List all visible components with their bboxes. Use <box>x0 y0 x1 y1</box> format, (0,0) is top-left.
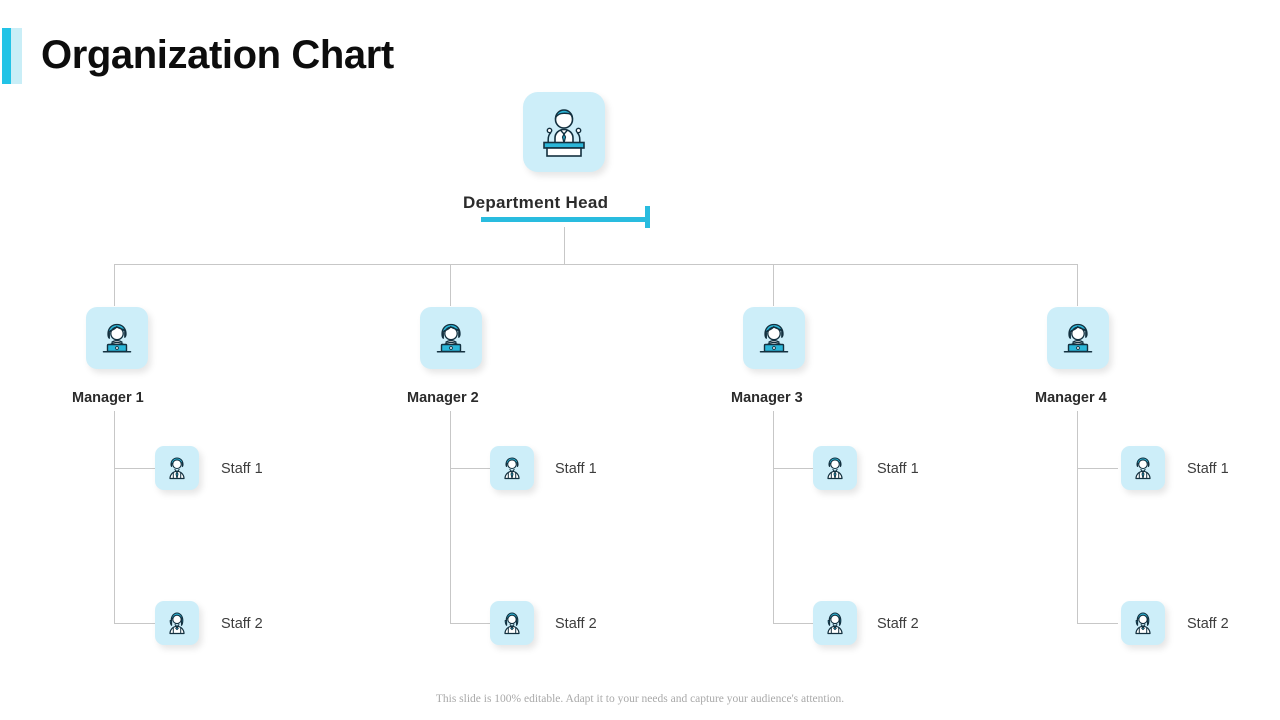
woman-with-laptop-icon <box>753 317 795 359</box>
title-accent-bar <box>2 28 22 84</box>
woman-in-suit-icon <box>497 608 527 638</box>
connector-down-manager-4 <box>1077 264 1078 306</box>
branch-1-staff-2-label: Staff 2 <box>221 616 263 632</box>
branch-1-staff-1-icon-tile[interactable] <box>155 446 199 490</box>
woman-in-suit-icon <box>1128 608 1158 638</box>
department-head-icon-tile[interactable] <box>523 92 605 172</box>
connector-manager-3-staff-2 <box>773 623 813 624</box>
man-in-suit-icon <box>820 453 850 483</box>
manager-4-label: Manager 4 <box>1035 390 1107 406</box>
connector-manager-1-staff-1 <box>114 468 155 469</box>
branch-4-staff-1-label: Staff 1 <box>1187 461 1229 477</box>
department-head-underline-tick <box>645 206 650 228</box>
connector-manager-4-staff-1 <box>1077 468 1118 469</box>
branch-3-staff-1-icon-tile[interactable] <box>813 446 857 490</box>
connector-manager-3-staff-1 <box>773 468 813 469</box>
accent-bar-solid <box>2 28 11 84</box>
connector-manager-4-spine <box>1077 411 1078 624</box>
branch-2-staff-1-icon-tile[interactable] <box>490 446 534 490</box>
branch-2-staff-2-icon-tile[interactable] <box>490 601 534 645</box>
branch-4-staff-2-label: Staff 2 <box>1187 616 1229 632</box>
person-at-podium-icon <box>538 106 590 158</box>
manager-3-label: Manager 3 <box>731 390 803 406</box>
department-head-underline <box>481 217 649 222</box>
footer-note: This slide is 100% editable. Adapt it to… <box>435 693 845 705</box>
connector-manager-3-spine <box>773 411 774 624</box>
branch-3-staff-2-icon-tile[interactable] <box>813 601 857 645</box>
man-in-suit-icon <box>497 453 527 483</box>
page-title: Organization Chart <box>41 33 394 77</box>
manager-1-label: Manager 1 <box>72 390 144 406</box>
manager-2-icon-tile[interactable] <box>420 307 482 369</box>
connector-down-manager-2 <box>450 264 451 306</box>
woman-in-suit-icon <box>162 608 192 638</box>
department-head-label: Department Head <box>463 193 609 212</box>
connector-manager-bus <box>114 264 1077 265</box>
connector-manager-4-staff-2 <box>1077 623 1118 624</box>
branch-3-staff-2-label: Staff 2 <box>877 616 919 632</box>
branch-4-staff-2-icon-tile[interactable] <box>1121 601 1165 645</box>
woman-with-laptop-icon <box>1057 317 1099 359</box>
connector-manager-2-staff-1 <box>450 468 490 469</box>
branch-2-staff-1-label: Staff 1 <box>555 461 597 477</box>
woman-with-laptop-icon <box>96 317 138 359</box>
branch-4-staff-1-icon-tile[interactable] <box>1121 446 1165 490</box>
connector-head-down <box>564 227 565 265</box>
manager-1-icon-tile[interactable] <box>86 307 148 369</box>
branch-2-staff-2-label: Staff 2 <box>555 616 597 632</box>
manager-4-icon-tile[interactable] <box>1047 307 1109 369</box>
connector-down-manager-1 <box>114 264 115 306</box>
connector-manager-2-staff-2 <box>450 623 490 624</box>
branch-1-staff-2-icon-tile[interactable] <box>155 601 199 645</box>
branch-1-staff-1-label: Staff 1 <box>221 461 263 477</box>
woman-with-laptop-icon <box>430 317 472 359</box>
connector-manager-1-spine <box>114 411 115 624</box>
manager-2-label: Manager 2 <box>407 390 479 406</box>
branch-3-staff-1-label: Staff 1 <box>877 461 919 477</box>
accent-bar-light <box>11 28 22 84</box>
connector-down-manager-3 <box>773 264 774 306</box>
manager-3-icon-tile[interactable] <box>743 307 805 369</box>
woman-in-suit-icon <box>820 608 850 638</box>
man-in-suit-icon <box>1128 453 1158 483</box>
connector-manager-2-spine <box>450 411 451 624</box>
connector-manager-1-staff-2 <box>114 623 155 624</box>
man-in-suit-icon <box>162 453 192 483</box>
